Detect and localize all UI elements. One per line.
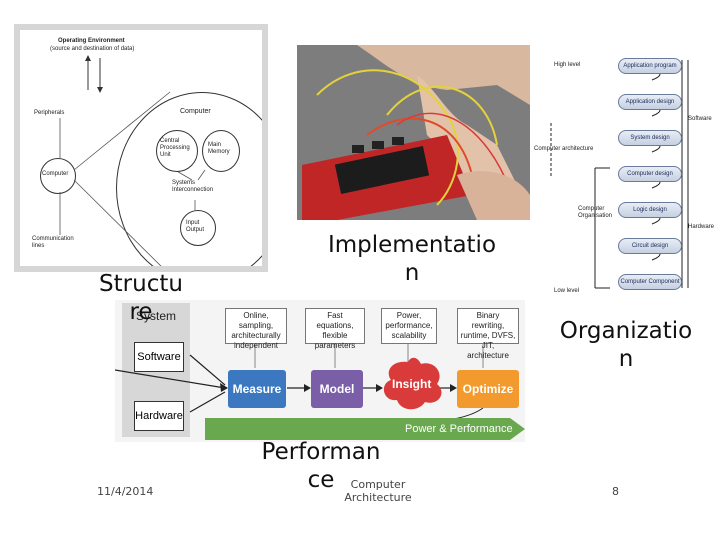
cpu-label: Central Processing Unit — [160, 138, 190, 158]
level-pill: Application design — [618, 94, 682, 110]
optimize-box: Optimize — [457, 370, 519, 408]
note-model: Fast equations, flexible parameters — [305, 308, 365, 350]
computer-big-label: Computer — [180, 108, 211, 115]
structure-diagram: Operating Environment (source and destin… — [14, 24, 268, 272]
organization-diagram: High level Low level Computer architectu… — [534, 48, 715, 300]
footer-page-number: 8 — [612, 485, 619, 498]
level-pill: Application program — [618, 58, 682, 74]
flow-arrows — [115, 340, 525, 440]
performance-diagram: System Software Hardware Power & Perform… — [115, 300, 525, 442]
level-pill: System design — [618, 130, 682, 146]
caption-implementation: Implementatio n — [327, 232, 497, 286]
footer-date: 11/4/2014 — [97, 485, 154, 498]
hardware-label: Hardware — [688, 224, 715, 230]
communication-lines-label: Communication lines — [32, 236, 74, 249]
caption-organization: Organizatio n — [559, 318, 693, 372]
environment-arrows — [85, 55, 103, 93]
systems-interconnection-label: Systems Interconnection — [172, 180, 214, 193]
environment-subtitle: (source and destination of data) — [50, 46, 135, 52]
software-box: Software — [134, 342, 184, 372]
level-pill: Circuit design — [618, 238, 682, 254]
main-memory-circle — [202, 130, 240, 172]
caption-structure: Structu re — [99, 271, 183, 325]
hardware-box: Hardware — [134, 401, 184, 431]
note-insight: Power, performance, scalability — [381, 308, 437, 344]
level-pill: Computer design — [618, 166, 682, 182]
computer-small-circle — [40, 158, 76, 194]
environment-title: Operating Environment — [58, 38, 125, 44]
implementation-photo — [297, 45, 530, 220]
circuit-board-image — [297, 45, 530, 220]
footer-subject: Computer Architecture — [344, 478, 412, 504]
main-memory-label: Main Memory — [208, 142, 230, 155]
caption-performance: Performan ce — [261, 439, 381, 493]
system-panel: System Software Hardware — [122, 303, 190, 437]
high-level-label: High level — [554, 62, 581, 68]
level-pill: Logic design — [618, 202, 682, 218]
measure-box: Measure — [228, 370, 286, 408]
connector-lines — [59, 91, 206, 266]
input-output-label: Input Output — [186, 220, 205, 233]
software-label: Software — [688, 116, 712, 122]
peripherals-label: Peripherals — [34, 110, 65, 116]
computer-architecture-label: Computer architecture — [534, 146, 594, 152]
insight-label: Insight — [392, 377, 432, 391]
cpu-circle — [156, 130, 198, 172]
model-box: Model — [311, 370, 363, 408]
computer-small-label: Computer — [42, 171, 69, 177]
note-measure: Online, sampling, architecturally indepe… — [225, 308, 287, 350]
system-label: System — [136, 309, 177, 323]
note-optimize: Binary rewriting, runtime, DVFS, JIT, ar… — [457, 308, 519, 360]
arrow-label: Power & Performance — [405, 423, 513, 435]
input-output-circle — [180, 210, 216, 246]
level-pill: Computer Component — [618, 274, 682, 290]
low-level-label: Low level — [554, 288, 580, 294]
